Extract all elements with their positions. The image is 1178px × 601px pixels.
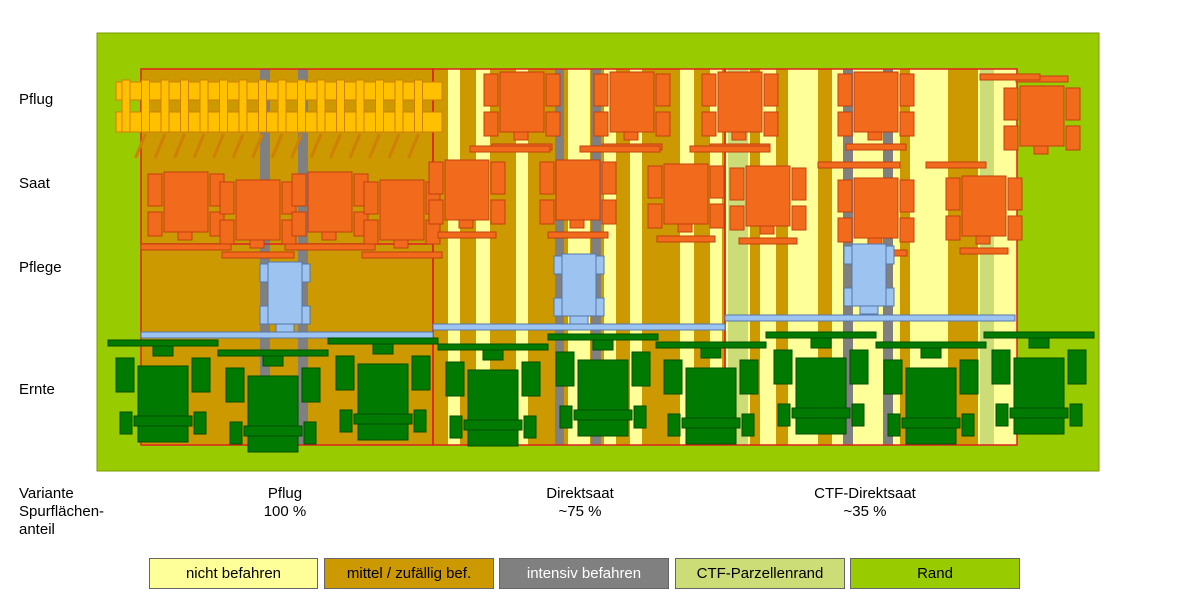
harvester-icon	[547, 333, 659, 437]
care-machines	[259, 243, 895, 333]
tractor-icon	[539, 159, 617, 239]
variante-label: Variante	[19, 485, 74, 502]
plough-share	[329, 133, 342, 159]
plough-share	[348, 133, 362, 159]
plough-tine	[160, 79, 170, 133]
variant-direkt-value: ~75 %	[558, 503, 602, 520]
plough-tine	[297, 79, 306, 133]
harvester-icon	[875, 341, 987, 445]
implement-bar	[689, 145, 771, 153]
plough-tine	[277, 79, 287, 133]
plough-share	[192, 133, 206, 159]
plough-tine	[258, 79, 267, 133]
harvester-icon	[655, 341, 767, 445]
anteil-label-line1: Spurflächen-	[19, 503, 105, 520]
sprayer-icon	[553, 253, 605, 325]
variant-pflug-name: Pflug	[267, 485, 303, 502]
plough-tine	[238, 79, 248, 133]
plough-tine	[394, 79, 404, 133]
tractor-icon	[284, 171, 376, 251]
harvester-icon	[217, 349, 329, 453]
plough-share	[212, 133, 225, 159]
plough-share	[251, 133, 264, 159]
legend-intensiv-befahren: intensiv befahren	[499, 558, 669, 589]
variant-ctf-name: CTF-Direktsaat	[814, 485, 916, 502]
tractor-icon	[945, 175, 1023, 255]
legend-mittel-befahren: mittel / zufällig bef.	[324, 558, 494, 589]
plough-tine	[121, 79, 131, 133]
plough-tine	[141, 79, 150, 133]
legend-rand: Rand	[850, 558, 1020, 589]
plough-share	[231, 133, 245, 159]
implement-bar	[925, 161, 987, 169]
plough-share	[134, 133, 147, 159]
tractor-icon	[837, 71, 915, 151]
plough-tine	[414, 79, 423, 133]
row-label-pflug: Pflug	[19, 91, 54, 108]
plough-share	[290, 133, 303, 159]
plough-share	[309, 133, 323, 159]
harvester-icon	[983, 331, 1095, 435]
variant-direkt-name: Direktsaat	[546, 485, 614, 502]
row-label-saat: Saat	[19, 175, 50, 192]
tractor-icon	[428, 159, 506, 239]
sprayer-booms	[140, 314, 1016, 339]
plough-tine	[375, 79, 384, 133]
plough-share	[368, 133, 381, 159]
anteil-label-line2: anteil	[19, 521, 55, 538]
legend-nicht-befahren: nicht befahren	[149, 558, 318, 589]
sprayer-icon	[843, 243, 895, 315]
variant-ctf-value: ~35 %	[843, 503, 887, 520]
ctf-plot-edge-2	[980, 69, 994, 445]
plough-share	[270, 133, 284, 159]
harvester-icon	[437, 343, 549, 447]
legend-ctf-parzellenrand: CTF-Parzellenrand	[675, 558, 845, 589]
row-label-ernte: Ernte	[19, 381, 55, 398]
plough-tine	[219, 79, 228, 133]
track-pflug-2	[298, 69, 308, 445]
plough-icon	[115, 79, 443, 159]
plough-tine	[355, 79, 365, 133]
row-label-pflege: Pflege	[19, 259, 62, 276]
plough-tine	[336, 79, 345, 133]
sowing-tractors	[140, 71, 1081, 259]
implement-bar	[979, 73, 1041, 81]
variant-pflug-value: 100 %	[263, 503, 307, 520]
harvester-icon	[765, 331, 877, 435]
plough-tine	[180, 79, 189, 133]
implement-bar	[817, 161, 901, 169]
implement-bar	[469, 145, 551, 153]
tractor-icon	[729, 165, 807, 245]
plough-share	[387, 133, 401, 159]
plough-share	[407, 133, 420, 159]
ctf-plot-edge-1	[728, 69, 748, 445]
harvesters	[107, 331, 1095, 453]
implement-bar	[579, 145, 661, 153]
tractor-icon	[1003, 75, 1081, 155]
plough-share	[173, 133, 186, 159]
sprayer-icon	[259, 261, 311, 333]
plough-share	[153, 133, 167, 159]
harvester-icon	[327, 337, 439, 441]
plough-tine	[199, 79, 209, 133]
tractor-icon	[647, 163, 725, 243]
harvester-icon	[107, 339, 219, 443]
plough-tine	[316, 79, 326, 133]
